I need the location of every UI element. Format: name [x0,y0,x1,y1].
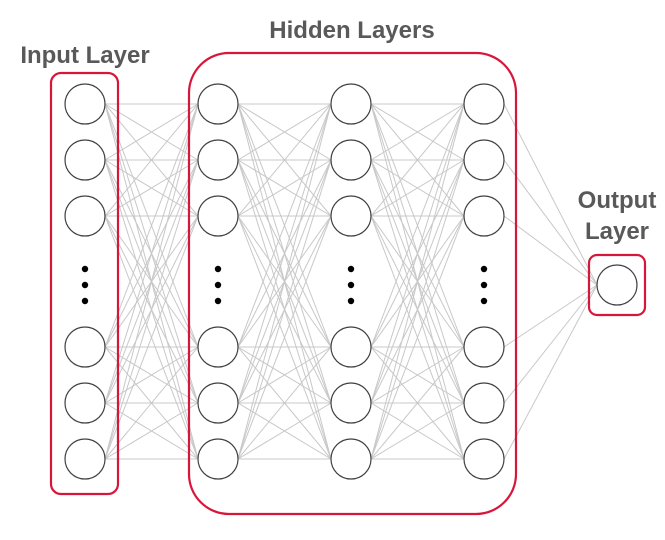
connection-edge [237,103,332,460]
ellipsis-dot [480,281,488,289]
connection-edge [237,103,332,348]
connection-edge [104,346,199,460]
hidden-neuron [330,382,372,424]
connection-edge [104,103,199,404]
connection-edge [237,159,332,460]
hidden-neuron [197,326,239,368]
connection-edge [104,103,199,460]
hidden-neuron [463,83,505,125]
connection-edge [104,346,199,404]
connection-edge [503,284,598,460]
connection-edge [237,103,332,217]
hidden-neuron [330,139,372,181]
hidden-neuron [463,438,505,480]
input-neuron [64,326,106,368]
connection-edge [104,103,199,217]
hidden-neuron [330,326,372,368]
connection-edge [237,159,332,217]
connection-edge [370,346,465,404]
ellipsis-dot [214,265,222,273]
connection-edge [237,402,332,460]
hidden-neuron [330,195,372,237]
ellipsis-dot [81,297,89,305]
hidden-neuron [197,83,239,125]
ellipsis-dots [81,265,488,305]
output-layer-box [587,253,647,317]
connection-edge [370,159,465,460]
connection-edge [370,402,465,460]
connection-edge [237,103,332,404]
connection-edge [503,284,598,404]
connection-edge [370,103,465,460]
connection-edge [237,346,332,460]
hidden-neuron [197,195,239,237]
input-layer-label: Input Layer [20,42,149,69]
output-layer-label-line1: Output [578,187,657,214]
output-neuron [596,264,638,306]
connections [104,103,598,460]
hidden-neuron [330,438,372,480]
connection-edge [104,159,199,460]
hidden-neuron [463,195,505,237]
connection-edge [104,215,199,460]
neurons [64,83,638,480]
connection-edge [370,103,465,217]
connection-edge [104,402,199,460]
connection-edge [370,215,465,460]
connection-edge [503,103,598,286]
connection-edge [104,103,199,348]
ellipsis-dot [214,281,222,289]
input-neuron [64,438,106,480]
connection-edge [237,215,332,460]
connection-edge [104,103,199,161]
hidden-neuron [463,326,505,368]
connection-edge [370,103,465,348]
connection-edge [503,159,598,286]
hidden-neuron [197,139,239,181]
ellipsis-dot [81,265,89,273]
hidden-neuron [197,382,239,424]
hidden-neuron [197,438,239,480]
hidden-layers-label: Hidden Layers [269,17,434,44]
input-layer-box [49,71,120,496]
hidden-neuron [330,83,372,125]
input-neuron [64,195,106,237]
connection-edge [503,215,598,286]
connection-edge [237,103,332,161]
connection-edge [237,346,332,404]
hidden-layers-box [187,51,518,516]
ellipsis-dot [347,297,355,305]
connection-edge [503,284,598,348]
connection-edge [370,103,465,161]
connection-edge [370,346,465,460]
connection-edge [370,159,465,217]
input-neuron [64,83,106,125]
ellipsis-dot [347,281,355,289]
hidden-neuron [463,139,505,181]
ellipsis-dot [214,297,222,305]
output-layer-label-line2: Layer [585,218,649,245]
ellipsis-dot [480,297,488,305]
input-neuron [64,382,106,424]
ellipsis-dot [81,281,89,289]
ellipsis-dot [480,265,488,273]
ellipsis-dot [347,265,355,273]
hidden-neuron [463,382,505,424]
connection-edge [370,103,465,404]
connection-edge [104,159,199,217]
input-neuron [64,139,106,181]
